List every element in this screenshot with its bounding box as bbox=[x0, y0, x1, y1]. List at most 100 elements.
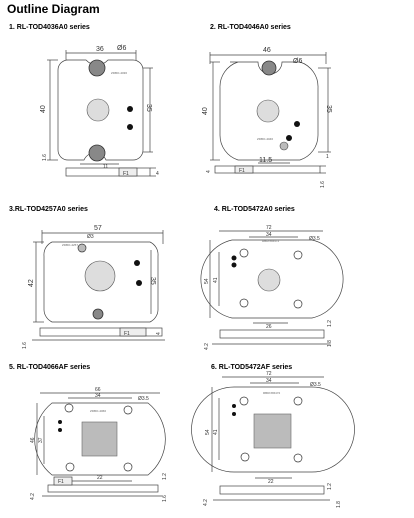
caption-panel-6: 6. RL-TOD5472AF series bbox=[211, 364, 293, 371]
dim-height-inner: 41 bbox=[213, 277, 219, 283]
led-emitter bbox=[257, 268, 281, 292]
solder-pad bbox=[58, 428, 62, 432]
led-emitter bbox=[86, 98, 110, 122]
solder-pad bbox=[127, 106, 133, 112]
svg-text:RBDNS5472: RBDNS5472 bbox=[263, 391, 281, 395]
dim-height: 35 bbox=[325, 105, 332, 113]
solder-pad bbox=[294, 121, 300, 127]
dim-height: 54 bbox=[204, 278, 210, 284]
dim-bottom: 11 bbox=[103, 164, 108, 170]
svg-text:RBDNS5472: RBDNS5472 bbox=[262, 239, 280, 243]
dim-side: 1.2 bbox=[327, 320, 333, 327]
mounting-hole-top bbox=[261, 60, 277, 76]
svg-text:ZDBO-4046: ZDBO-4046 bbox=[257, 137, 273, 141]
dim-height: 42 bbox=[28, 279, 35, 287]
dim-height-inner: 41 bbox=[213, 429, 219, 435]
dim-height-outer: 40 bbox=[202, 107, 209, 115]
mounting-hole bbox=[293, 396, 303, 406]
dim-bottom: 22 bbox=[97, 475, 103, 481]
dim-thickness: 4.2 bbox=[204, 343, 210, 350]
dim-thickness: 4 bbox=[156, 171, 159, 177]
panel-5-drawing bbox=[34, 392, 166, 497]
mounting-hole bbox=[64, 403, 74, 413]
side-label: F1 bbox=[123, 171, 129, 177]
dim-width: 72 bbox=[266, 225, 272, 231]
dim-height: 46 bbox=[30, 437, 36, 443]
cob-emitter bbox=[81, 421, 118, 457]
dim-side-2: 1.8 bbox=[327, 340, 333, 347]
led-emitter bbox=[256, 99, 280, 123]
dim-width-inner: 34 bbox=[95, 393, 101, 399]
solder-pad bbox=[232, 412, 236, 416]
side-label: F1 bbox=[239, 168, 245, 174]
side-label: F1 bbox=[58, 479, 64, 485]
dim-gap: 1.6 bbox=[42, 154, 48, 161]
dim-thickness: 4.2 bbox=[30, 493, 36, 500]
dim-height-outer: 40 bbox=[40, 105, 47, 113]
dim-hole: Ø6 bbox=[293, 58, 302, 65]
mounting-hole-top bbox=[77, 243, 87, 253]
solder-pad bbox=[232, 404, 236, 408]
panel-3-drawing bbox=[32, 230, 165, 341]
dim-hole: Ø3.5 bbox=[309, 236, 320, 242]
svg-text:ZDBO-4066: ZDBO-4066 bbox=[90, 409, 106, 413]
svg-text:ZDBO-4036: ZDBO-4036 bbox=[111, 71, 127, 75]
mounting-hole bbox=[239, 396, 249, 406]
solder-pad bbox=[231, 255, 237, 261]
solder-pad bbox=[231, 262, 237, 268]
dim-side: 1.6 bbox=[22, 342, 28, 349]
solder-pad bbox=[58, 420, 62, 424]
cob-emitter bbox=[253, 413, 292, 449]
dim-hole: Ø3.5 bbox=[310, 382, 321, 388]
dim-height-inner: 35 bbox=[149, 277, 156, 285]
panel-6-drawing bbox=[191, 376, 355, 501]
dim-width: 72 bbox=[266, 371, 272, 377]
dim-height: 35 bbox=[145, 104, 152, 112]
mounting-hole-top bbox=[88, 59, 106, 77]
caption-panel-2: 2. RL-TOD4046A0 series bbox=[210, 24, 291, 31]
dim-thickness: 4.2 bbox=[203, 499, 209, 506]
mounting-hole-bottom bbox=[279, 141, 289, 151]
dim-side: 1.2 bbox=[162, 473, 168, 480]
solder-pad bbox=[127, 124, 133, 130]
dim-height: 54 bbox=[205, 429, 211, 435]
mounting-hole-bottom bbox=[92, 308, 104, 320]
dim-side-2: 1.6 bbox=[162, 495, 168, 502]
mounting-hole bbox=[293, 250, 303, 260]
solder-pad bbox=[286, 135, 292, 141]
dim-hole: Ø6 bbox=[117, 45, 126, 52]
dim-hole: Ø3.5 bbox=[138, 396, 149, 402]
panel-4-drawing bbox=[200, 230, 344, 345]
dim-bottom: 22 bbox=[268, 479, 274, 485]
dim-width: 66 bbox=[95, 387, 101, 393]
caption-panel-3: 3.RL-TOD4257A0 series bbox=[9, 206, 88, 213]
solder-pad bbox=[136, 280, 142, 286]
dim-bottom: 26 bbox=[266, 324, 272, 330]
dim-gap-small: 1 bbox=[326, 154, 329, 160]
caption-panel-1: 1. RL-TOD4036A0 series bbox=[9, 24, 90, 31]
mounting-hole-bottom bbox=[88, 144, 106, 162]
solder-pad bbox=[134, 260, 140, 266]
svg-text:ZDBO-4257: ZDBO-4257 bbox=[62, 243, 78, 247]
mounting-hole bbox=[65, 462, 75, 472]
dim-width: 46 bbox=[263, 47, 271, 54]
dim-side: 1.2 bbox=[327, 483, 333, 490]
caption-panel-4: 4. RL-TOD5472A0 series bbox=[214, 206, 295, 213]
dim-width: 36 bbox=[96, 46, 104, 53]
dim-width-inner: 34 bbox=[266, 232, 272, 238]
page-title: Outline Diagram bbox=[7, 2, 100, 16]
mounting-hole bbox=[293, 453, 303, 463]
mounting-hole bbox=[293, 299, 303, 309]
dim-width: 57 bbox=[94, 225, 102, 232]
dim-gap: 11.5 bbox=[259, 157, 272, 164]
dim-thickness: 4 bbox=[156, 332, 162, 335]
mounting-hole bbox=[123, 462, 133, 472]
dim-hole: Ø3 bbox=[87, 234, 94, 240]
dim-height-inner: 37 bbox=[38, 437, 44, 443]
caption-panel-5: 5. RL-TOD4066AF series bbox=[9, 364, 91, 371]
mounting-hole bbox=[123, 405, 133, 415]
dim-side-2: 1.8 bbox=[336, 501, 342, 508]
mounting-hole bbox=[239, 298, 249, 308]
